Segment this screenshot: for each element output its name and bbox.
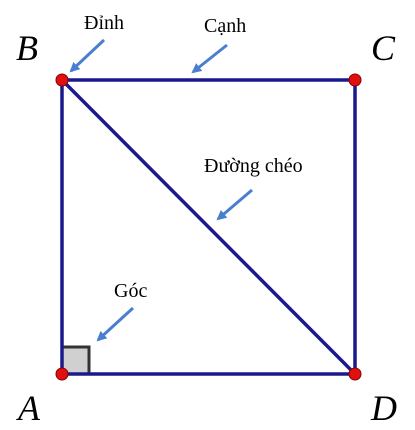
edge-arrow [191,43,228,74]
edge-annotation: Cạnh [204,15,246,37]
diagonal-arrow [216,188,253,221]
vertex-arrow [69,38,106,73]
vertex-dot-c [348,73,362,87]
vertex-annotation: Đỉnh [84,12,124,34]
vertex-dot-d [348,367,362,381]
vertex-label-a: A [16,388,41,428]
vertex-label-b: B [16,28,38,68]
vertex-label-d: D [370,388,397,428]
vertex-dot-a [55,367,69,381]
vertex-dot-b [55,73,69,87]
vertex-label-c: C [371,28,396,68]
diagonal-bd [60,78,357,376]
right-angle-marker [62,345,91,374]
diagonal-annotation: Đường chéo [204,155,303,177]
angle-annotation: Góc [114,280,147,302]
angle-arrow [96,306,135,342]
